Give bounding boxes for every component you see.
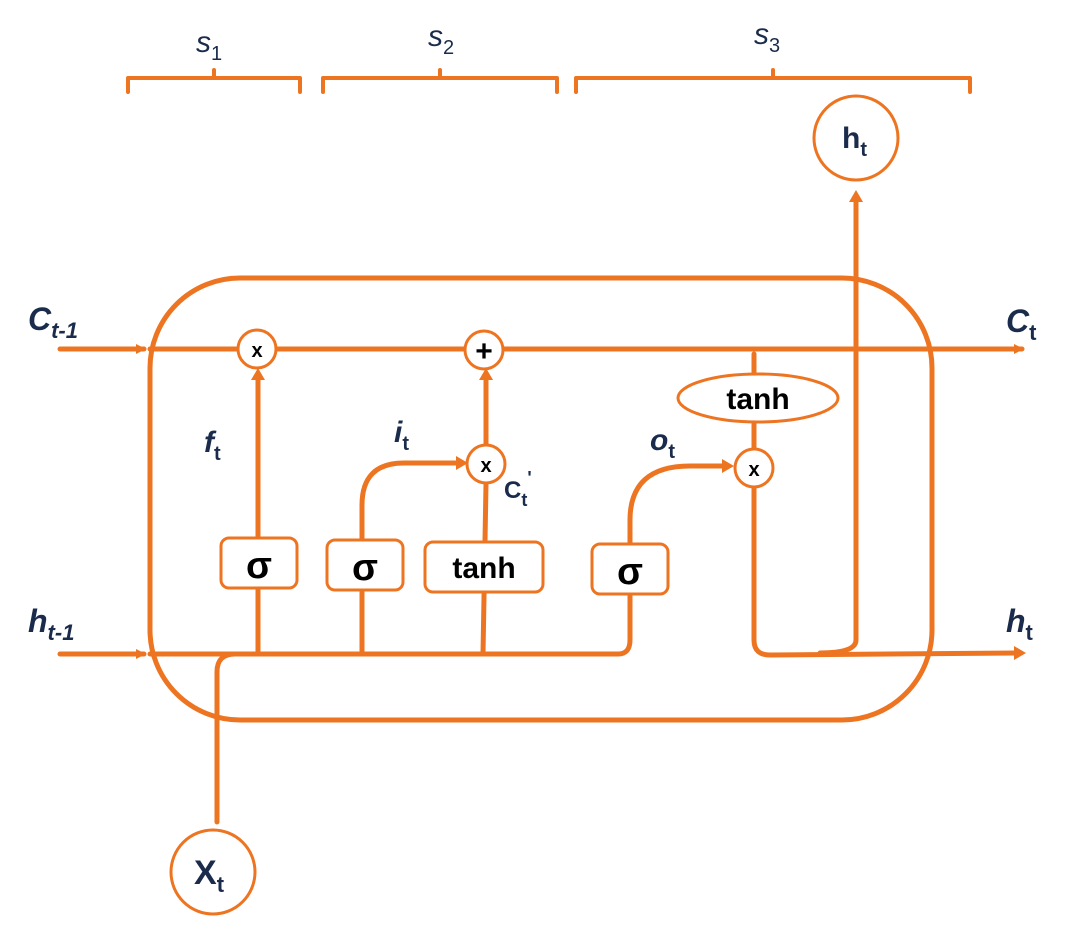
cand-tanh-label: tanh [452, 552, 515, 585]
cell-tanh-ellipse: tanh [676, 372, 840, 424]
mul-input-node: x [465, 443, 507, 485]
h-prev-sub: t-1 [48, 620, 75, 645]
x-sub: t [217, 872, 225, 897]
input-gate-line [359, 460, 465, 657]
add-cell-node: + [463, 329, 505, 371]
cand-tanh-box: tanh [423, 540, 545, 594]
c-out-label: C [1006, 303, 1030, 339]
forget-gate-label: σ [246, 545, 272, 587]
input-gate-box: σ [325, 538, 405, 592]
mul-forget-label: x [251, 340, 262, 362]
h-out-text: ht [1006, 603, 1034, 645]
c-cand-sup: ' [527, 468, 531, 488]
c-cand-sub: t [521, 490, 527, 510]
h-top-sub: t [860, 139, 867, 161]
o-sub: t [668, 441, 675, 463]
x-label: X [194, 854, 217, 892]
c-cand-text: Ct' [504, 468, 532, 510]
segment-s1-sub: 1 [211, 43, 222, 65]
svg-text:ht: ht [842, 122, 867, 161]
segment-brace-s3: s3 [574, 18, 972, 94]
svg-text:s3: s3 [754, 18, 780, 57]
c-prev-label: C [28, 301, 52, 337]
segment-s2-sub: 2 [443, 37, 454, 59]
i-text: it [394, 416, 409, 455]
c-out-sub: t [1029, 320, 1037, 345]
segment-s3-label: s [754, 18, 769, 51]
c-cand-label: C [504, 477, 521, 504]
segment-brace-s2: s2 [321, 20, 559, 94]
mul-forget-node: x [236, 328, 278, 370]
mul-output-node: x [733, 447, 775, 489]
cell-tanh-label: tanh [726, 383, 789, 416]
f-label: f [204, 426, 217, 459]
c-prev-sub: t-1 [51, 318, 78, 343]
h-up-line [817, 197, 859, 656]
svg-text:s1: s1 [196, 26, 222, 65]
input-gate-label: σ [352, 547, 378, 589]
output-gate-label: σ [617, 551, 643, 593]
mul-input-label: x [480, 455, 491, 477]
o-text: ot [650, 424, 675, 463]
hidden-combined-line [147, 463, 731, 657]
x-input-node: Xt [169, 828, 257, 916]
f-text: ft [204, 426, 221, 465]
c-prev-text: Ct-1 [28, 301, 78, 343]
h-out-label: h [1006, 603, 1026, 639]
mul-output-label: x [748, 459, 759, 481]
i-label: i [394, 416, 403, 449]
h-top-node: ht [812, 94, 900, 182]
c-out-text: Ct [1006, 303, 1037, 345]
forget-gate-box: σ [219, 536, 299, 590]
segment-s3-sub: 3 [769, 35, 780, 57]
output-gate-box: σ [590, 542, 670, 596]
out-to-h-line [751, 483, 1021, 658]
x-input-line [214, 651, 238, 825]
lstm-cell-boundary [147, 275, 935, 723]
segment-s2-label: s [428, 20, 443, 53]
segment-brace-s1: s1 [126, 26, 302, 94]
segment-s1-label: s [196, 26, 211, 59]
i-sub: t [402, 433, 409, 455]
h-top-label: h [842, 122, 860, 155]
h-prev-label: h [28, 603, 48, 639]
svg-text:Xt: Xt [194, 854, 225, 897]
svg-text:s2: s2 [428, 20, 454, 59]
h-out-sub: t [1026, 620, 1034, 645]
o-label: o [650, 424, 668, 457]
f-sub: t [214, 443, 221, 465]
h-prev-text: ht-1 [28, 603, 74, 645]
add-cell-label: + [475, 335, 493, 368]
